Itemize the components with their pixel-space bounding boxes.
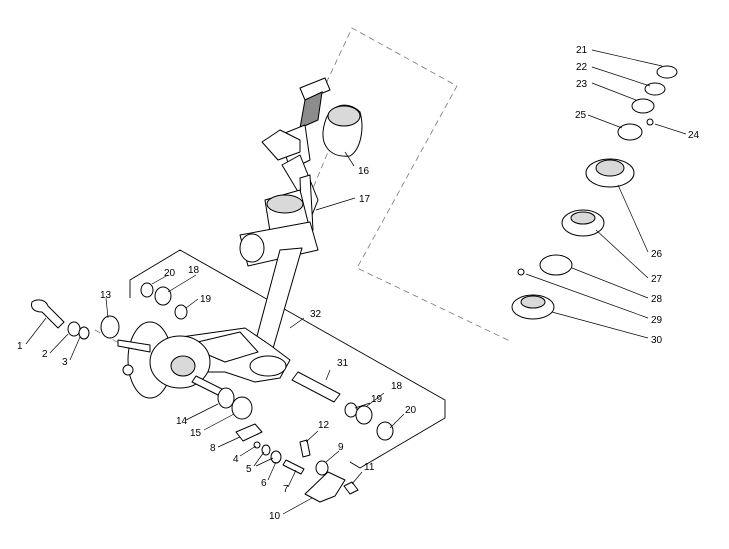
label-31: 31 [337,358,349,369]
label-2: 2 [42,349,48,360]
label-25: 25 [575,110,587,121]
label-17: 17 [359,194,371,205]
label-3: 3 [62,357,68,368]
wheel-hub [117,321,231,400]
label-7: 7 [283,484,289,495]
label-18-top: 18 [188,265,200,276]
label-32: 32 [310,309,322,320]
label-20-top: 20 [164,268,176,279]
label-6: 6 [261,478,267,489]
label-4: 4 [233,454,239,465]
label-15: 15 [190,428,202,439]
label-21: 21 [576,45,588,56]
hub-assembly-frame [129,249,446,469]
label-20-right: 20 [405,405,417,416]
label-24: 24 [688,130,700,141]
label-16: 16 [358,166,370,177]
label-13: 13 [100,290,112,301]
label-27: 27 [651,274,663,285]
label-1: 1 [17,341,23,352]
label-12: 12 [318,420,330,431]
label-26: 26 [651,249,663,260]
label-9: 9 [338,442,344,453]
cap [322,104,363,157]
label-14: 14 [176,416,188,427]
small-parts-right-arm [291,371,394,441]
part-labels: 1 2 3 4 5 6 7 8 9 10 11 12 13 14 15 16 1… [17,45,700,522]
label-22: 22 [576,62,588,73]
steering-column [239,77,331,356]
label-5: 5 [246,464,252,475]
leader-lines [25,49,687,515]
label-18-right: 18 [391,381,403,392]
label-28: 28 [651,294,663,305]
label-30: 30 [651,335,663,346]
label-10: 10 [269,511,281,522]
label-23: 23 [576,79,588,90]
label-19-top: 19 [200,294,212,305]
headset-parts [511,65,678,320]
label-8: 8 [210,443,216,454]
label-11: 11 [364,462,375,473]
label-29: 29 [651,315,663,326]
label-19-right: 19 [371,394,383,405]
